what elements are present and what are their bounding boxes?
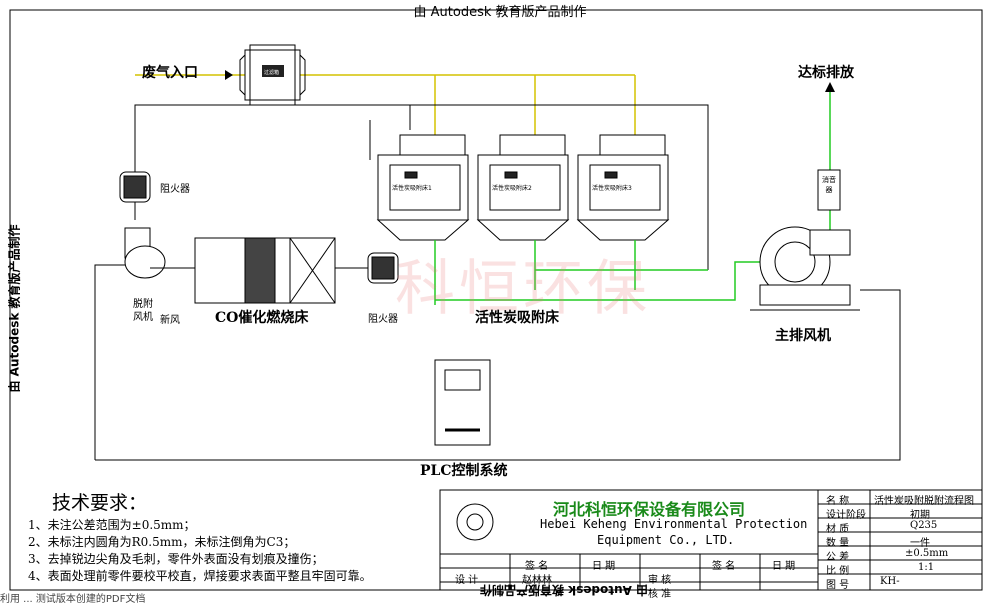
fresh-air-label: 新风: [160, 315, 180, 326]
adsorption-beds: [376, 134, 670, 241]
approve-label: 核 准: [648, 589, 672, 600]
tb-key-2: 材 质: [826, 524, 850, 535]
background-logo: 科恒环保: [395, 254, 651, 324]
bed-3-label: 活性炭吸附床3: [592, 185, 632, 192]
tb-val-5: 1:1: [918, 562, 935, 573]
tb-val-4: ±0.5mm: [905, 548, 949, 559]
outlet-label: 达标排放: [798, 65, 854, 81]
tb-key-3: 数 量: [826, 538, 850, 549]
sign-header-1: 签 名: [525, 561, 549, 572]
bed-1-label: 活性炭吸附床1: [392, 185, 432, 192]
tb-key-5: 比 例: [826, 566, 850, 577]
filter-box-label: 过滤箱: [264, 70, 280, 76]
flame-arrester-2: [367, 252, 399, 284]
flame-arrester-2-label: 阻火器: [368, 314, 398, 325]
main-fan-label: 主排风机: [775, 328, 831, 344]
tb-val-3: 一件: [910, 538, 930, 549]
inlet-branches: [434, 75, 636, 140]
requirements-title: 技术要求：: [52, 492, 148, 514]
requirement-2: 2、未标注内圆角为R0.5mm，未标注倒角为C3；: [28, 535, 296, 549]
date-header-2: 日 期: [772, 561, 796, 572]
review-label: 审 核: [648, 575, 672, 586]
sign-header-2: 签 名: [712, 561, 736, 572]
design-label: 设 计: [455, 575, 479, 586]
flame-arrester-1: [119, 171, 151, 203]
tb-val-0: 活性炭吸附脱附流程图: [874, 496, 974, 507]
requirement-4: 4、表面处理前零件要校平校直，焊接要求表面平整且牢固可靠。: [28, 569, 372, 583]
carbon-bed-label: 活性炭吸附床: [475, 310, 559, 326]
main-fan: [750, 226, 860, 311]
company-name-en-1: Hebei Keheng Environmental Protection: [540, 517, 808, 531]
date-header-1: 日 期: [592, 561, 616, 572]
tb-key-1: 设计阶段: [826, 510, 866, 521]
outlet-arrow: [825, 82, 835, 92]
watermark-left: 由 Autodesk 教育版产品制作: [7, 224, 22, 393]
silencer-label: 消音器: [822, 176, 836, 194]
requirement-3: 3、去掉锐边尖角及毛刺，零件外表面没有划痕及撞伤；: [28, 552, 324, 566]
co-catalytic-bed: [194, 237, 336, 304]
tb-val-6: KH-: [880, 576, 900, 587]
bed-2-label: 活性炭吸附床2: [492, 185, 532, 192]
tb-key-6: 图 号: [826, 580, 850, 591]
inlet-label: 废气入口: [142, 65, 198, 81]
company-name-en-2: Equipment Co., LTD.: [597, 533, 735, 547]
inlet-arrow: [225, 70, 233, 80]
plc-label: PLC控制系统: [420, 463, 508, 479]
outlet-pipes: [434, 90, 831, 305]
flame-arrester-1-label: 阻火器: [160, 184, 190, 195]
desorption-loop: [94, 104, 901, 461]
filter-box: [239, 44, 306, 106]
requirement-1: 1、未注公差范围为±0.5mm；: [28, 518, 196, 532]
silencer: [817, 169, 841, 211]
watermark-top: 由 Autodesk 教育版产品制作: [413, 5, 587, 20]
tb-val-2: Q235: [910, 520, 938, 531]
plc-cabinet: [434, 359, 491, 446]
tb-val-1: 初期: [910, 510, 930, 521]
company-name-cn: 河北科恒环保设备有限公司: [553, 500, 746, 519]
watermark-bottom: 由 Autodesk 教育版产品制作: [480, 583, 649, 597]
desorption-fan-label: 脱附 风机: [133, 299, 153, 323]
title-block-grid: [439, 489, 983, 591]
pdf-footer: 利用 ... 测试版本创建的PDF文档: [0, 594, 146, 605]
tb-key-0: 名 称: [826, 496, 850, 507]
tb-key-4: 公 差: [826, 552, 850, 563]
desorption-fan: [124, 227, 166, 279]
designer-name: 赵林林: [522, 575, 552, 586]
co-bed-label: CO催化燃烧床: [215, 310, 309, 326]
